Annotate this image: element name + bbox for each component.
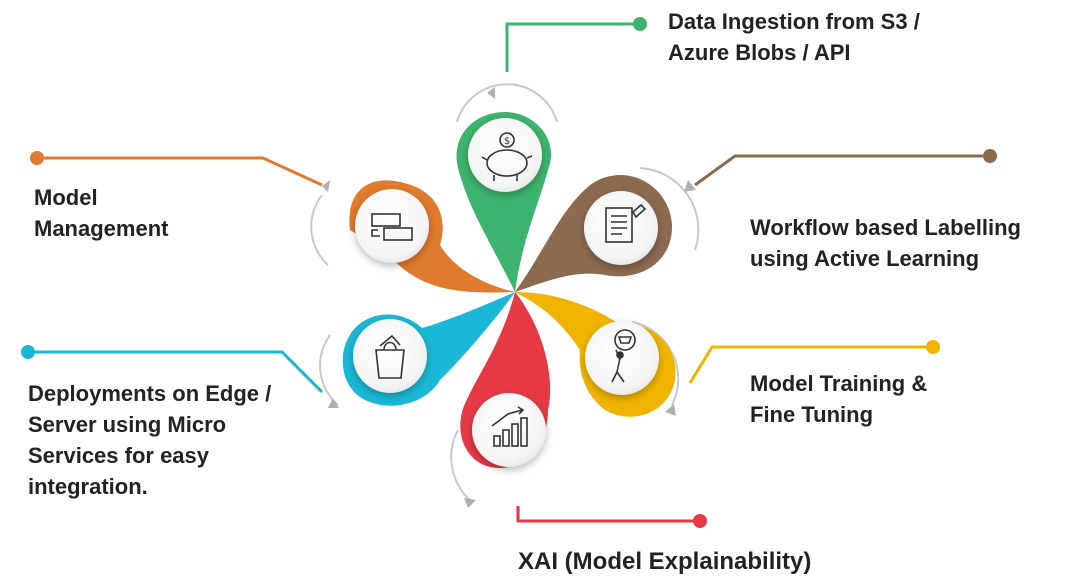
bar-chart-growth-icon (491, 406, 528, 447)
connector-xai (516, 506, 700, 523)
connector-dots (21, 17, 997, 528)
piggy-bank-icon: $ (481, 132, 533, 181)
arc-arrow-markers (322, 87, 696, 508)
label-line: Data Ingestion from S3 / (668, 9, 920, 34)
label-line: Services for easy (28, 443, 210, 468)
label-line: Model (34, 185, 98, 210)
label-line: Server using Micro (28, 412, 227, 437)
label-model-management: Model Management (34, 182, 168, 244)
label-line: Management (34, 216, 169, 241)
connector-data-ingestion (505, 22, 640, 72)
connector-model-training (688, 345, 933, 384)
person-carrying-cart-icon (611, 329, 636, 383)
outer-arcs (310, 83, 700, 501)
label-line: Deployments on Edge / (28, 381, 272, 406)
connector-model-management (37, 156, 323, 187)
label-line: using Active Learning (750, 246, 980, 271)
connectors (28, 22, 990, 523)
label-xai: XAI (Model Explainability) (518, 546, 811, 578)
svg-text:$: $ (504, 136, 510, 147)
document-pen-icon (605, 203, 647, 243)
label-deployments: Deployments on Edge / Server using Micro… (28, 378, 271, 502)
label-line: Fine Tuning (750, 402, 874, 427)
connector-deployments (28, 350, 324, 394)
shopping-bag-icon (375, 334, 405, 379)
label-data-ingestion: Data Ingestion from S3 / Azure Blobs / A… (668, 6, 920, 68)
label-model-training: Model Training & Fine Tuning (750, 368, 927, 430)
label-line: Azure Blobs / API (668, 40, 851, 65)
exchange-boxes-icon (371, 213, 413, 241)
label-line: Workflow based Labelling (750, 215, 1021, 240)
label-line: XAI (Model Explainability) (518, 548, 812, 575)
connector-workflow-labelling (694, 154, 990, 187)
label-line: integration. (28, 474, 148, 499)
label-line: Model Training & (750, 371, 928, 396)
label-workflow-labelling: Workflow based Labelling using Active Le… (750, 212, 1021, 274)
